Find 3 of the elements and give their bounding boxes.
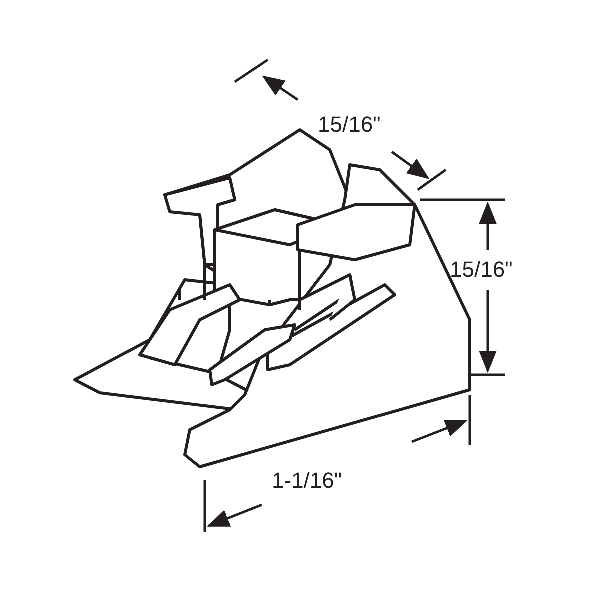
dimension-label: 1-1/16": [272, 470, 342, 492]
dimension-label: 15/16": [450, 259, 513, 281]
dimension-label: 15/16": [318, 114, 381, 136]
